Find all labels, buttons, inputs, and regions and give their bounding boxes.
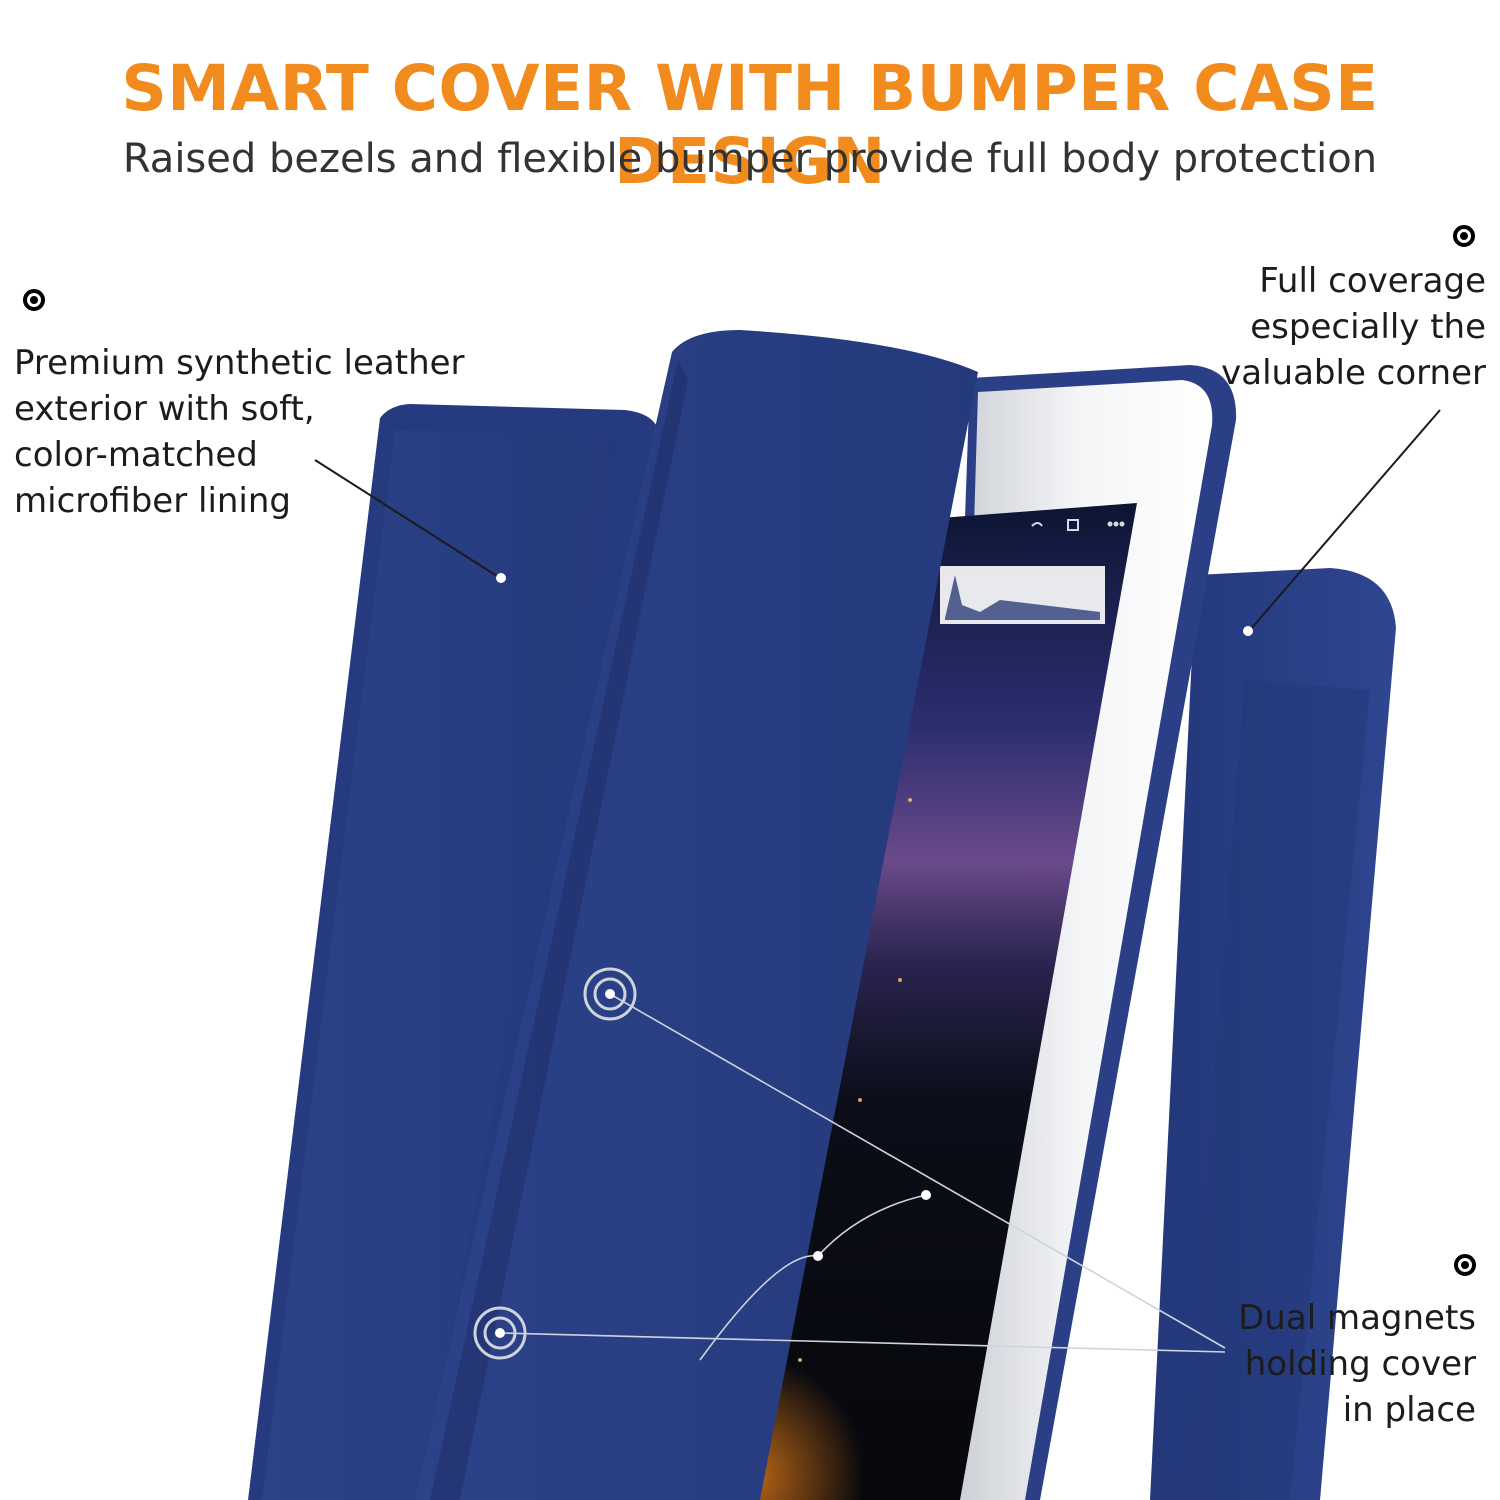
page-subtitle: Raised bezels and flexible bumper provid… (122, 136, 1378, 182)
histogram-panel (940, 566, 1105, 624)
radio-bullet-icon (23, 289, 45, 311)
callout-line: Full coverage (1259, 261, 1486, 301)
callout-line: in place (1342, 1390, 1476, 1430)
bumper-case-back (1150, 568, 1396, 1500)
callout-line: exterior with soft, (14, 389, 315, 429)
callout-line: microfiber lining (14, 481, 292, 521)
callout-magnets: Dual magnets holding cover in place (1238, 1295, 1476, 1433)
anchor-dots (496, 573, 1253, 1261)
callout-line: Premium synthetic leather (14, 343, 465, 383)
callout-line: color-matched (14, 435, 258, 475)
callout-leather: Premium synthetic leather exterior with … (14, 340, 465, 524)
smart-cover (248, 330, 978, 1500)
magnet-ring-icon (583, 967, 637, 1021)
radio-bullet-icon (1453, 225, 1475, 247)
callout-line: holding cover (1244, 1344, 1476, 1384)
callout-line: valuable corner (1221, 353, 1486, 393)
magnet-ring-icon (473, 1306, 527, 1360)
screen-toolbar-icons (1031, 519, 1125, 531)
leader-lines (314, 409, 1441, 631)
callout-corner: Full coverage especially the valuable co… (1221, 258, 1486, 396)
radio-bullet-icon (1454, 1254, 1476, 1276)
page-title: SMART COVER WITH BUMPER CASE DESIGN (121, 52, 1379, 198)
callout-line: especially the (1250, 307, 1486, 347)
callout-line: Dual magnets (1238, 1298, 1476, 1338)
